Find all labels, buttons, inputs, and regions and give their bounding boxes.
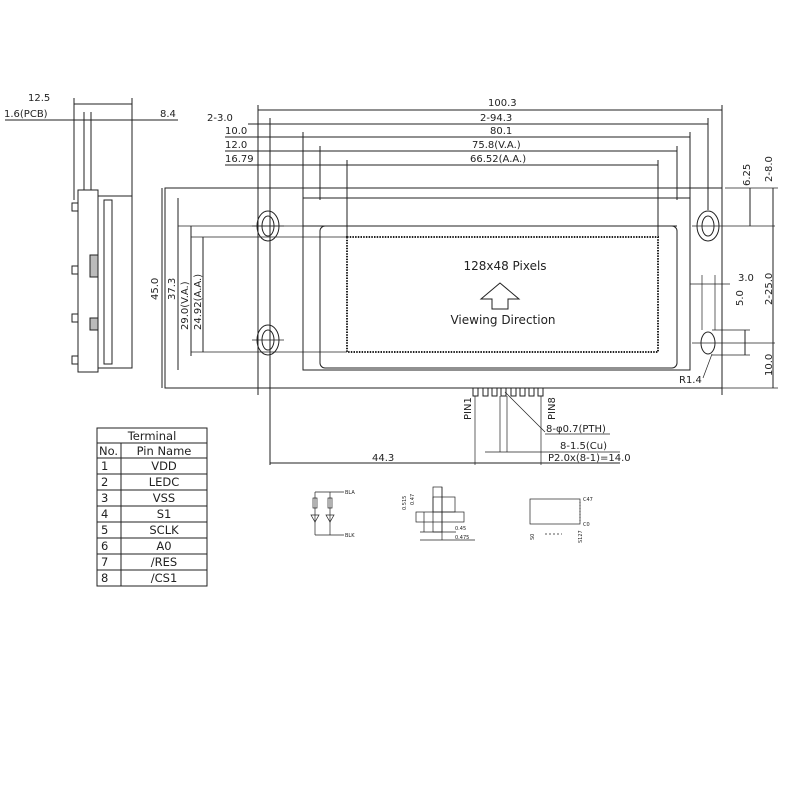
dim-bezel: 80.1 (490, 126, 512, 137)
pin-no: 5 (101, 523, 108, 537)
dim-radius: R1.4 (679, 375, 702, 386)
pin-name: /CS1 (151, 571, 178, 585)
side-view: 12.5 1.6(PCB) 8.4 (4, 93, 178, 373)
pin-name: VSS (153, 491, 175, 505)
mounting-holes (252, 210, 775, 356)
table-row: 3 VSS (101, 491, 175, 505)
led-icon (310, 514, 320, 523)
pin-no: 1 (101, 459, 108, 473)
dim-12-5: 12.5 (28, 93, 50, 104)
led-anode-label: BLA (345, 490, 355, 496)
pixel-pitch-h: 0.475 (455, 535, 469, 541)
seg-right-label: S127 (578, 530, 584, 543)
table-title: Terminal (127, 429, 177, 443)
dim-slot-width: 3.0 (738, 273, 754, 284)
dim-hole-vertical-pitch: 2-25.0 (764, 273, 775, 305)
resistor-icon (312, 497, 318, 509)
pin-no: 8 (101, 571, 108, 585)
dim-hole-offset: 2-3.0 (207, 113, 233, 124)
led-icon (325, 514, 335, 523)
pixel-size-detail: 0.515 0.47 0.45 0.475 (402, 486, 475, 541)
pin-header (270, 387, 620, 465)
dim-bezel-height: 37.3 (167, 278, 178, 300)
led-cathode-label: BLK (345, 533, 355, 539)
table-row: 6 A0 (101, 539, 172, 553)
table-row: 2 LEDC (101, 475, 179, 489)
dim-top-hole: 6.25 (742, 164, 753, 186)
dim-aa-height: 24.92(A.A.) (193, 274, 204, 330)
pin-no: 6 (101, 539, 108, 553)
com-seg-layout: C47 C0 S0 S127 (529, 497, 593, 543)
dim-hole-diameter: 2-8.0 (764, 156, 775, 182)
side-lcd-body (97, 195, 133, 369)
pin-name: VDD (151, 459, 177, 473)
pin-pitch-spec: P2.0x(8-1)=14.0 (548, 453, 631, 464)
pin-name: /RES (151, 555, 177, 569)
dim-8-4: 8.4 (160, 109, 176, 120)
front-view: 100.3 2-94.3 80.1 75.8(V.A.) 66.52(A.A.)… (150, 98, 778, 465)
dim-bottom: 10.0 (764, 354, 775, 376)
pixel-pitch-v: 0.515 (402, 496, 408, 510)
pin-name: S1 (157, 507, 172, 521)
table-row: 8/CS1 (101, 571, 177, 585)
pin-name: LEDC (149, 475, 180, 489)
pin-no: 7 (101, 555, 108, 569)
pin8-label: PIN8 (547, 397, 558, 420)
dim-overall-width: 100.3 (488, 98, 517, 109)
header-pin-name: Pin Name (137, 444, 192, 458)
table-row: 7/RES (101, 555, 177, 569)
table-row: 4 S1 (101, 507, 171, 521)
dim-pcb: 1.6(PCB) (4, 109, 48, 120)
dim-viewing-area: 75.8(V.A.) (472, 140, 521, 151)
pin1-label: PIN1 (463, 397, 474, 420)
pin-pad-spec: 8-1.5(Cu) (560, 441, 607, 452)
pixel-size-h: 0.45 (455, 526, 466, 532)
com-top-label: C47 (583, 497, 593, 503)
backlight-led-schematic: BLA BLK (310, 490, 355, 539)
pcb-outline (164, 187, 723, 389)
table-row: 1 VDD (101, 459, 177, 473)
pin-offset: 44.3 (372, 453, 394, 464)
dim-va-offset: 12.0 (225, 140, 247, 151)
bezel-outline (302, 197, 691, 371)
pin-hole-spec: 8-φ0.7(PTH) (546, 424, 606, 435)
com-bottom-label: C0 (583, 522, 590, 528)
header-no: No. (99, 444, 118, 458)
viewing-direction-arrow (479, 282, 521, 310)
viewing-area (319, 225, 678, 369)
dim-bezel-offset: 10.0 (225, 126, 247, 137)
dim-active-area: 66.52(A.A.) (470, 154, 526, 165)
pin-no: 3 (101, 491, 108, 505)
seg-left-label: S0 (530, 534, 536, 540)
pixel-size-v: 0.47 (410, 494, 416, 505)
dim-overall-height: 45.0 (150, 278, 161, 300)
side-pcb (77, 189, 99, 373)
pixel-resolution-label: 128x48 Pixels (463, 259, 546, 273)
pin-name: SCLK (149, 523, 179, 537)
viewing-direction-label: Viewing Direction (450, 313, 555, 327)
resistor-icon (327, 497, 333, 509)
pin-name: A0 (156, 539, 171, 553)
table-row: 5 SCLK (101, 523, 179, 537)
dim-hole-pitch: 2-94.3 (480, 113, 512, 124)
dim-slot-length: 5.0 (735, 290, 746, 306)
pin-no: 4 (101, 507, 108, 521)
active-area (346, 236, 659, 353)
dim-va-height: 29.0(V.A.) (180, 281, 191, 330)
pin-no: 2 (101, 475, 108, 489)
dim-aa-offset: 16.79 (225, 154, 254, 165)
